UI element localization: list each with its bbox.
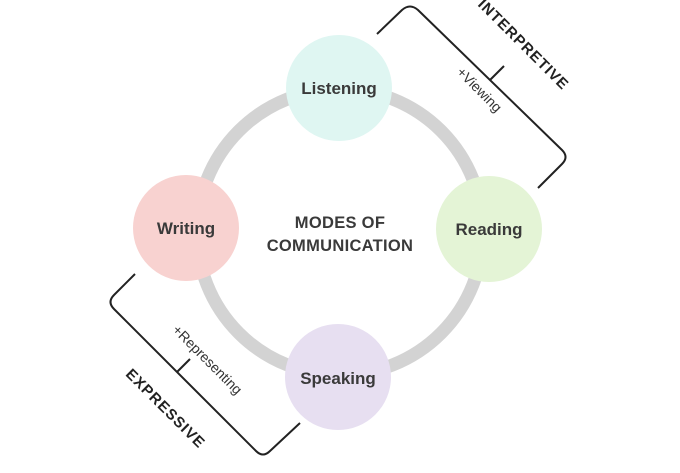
expressive-bracket-tick <box>176 358 191 373</box>
speaking-label: Speaking <box>300 369 376 388</box>
reading-circle <box>436 176 542 282</box>
listening-label: Listening <box>301 79 377 98</box>
mode-speaking: Speaking <box>285 324 391 430</box>
mode-writing: Writing <box>133 175 239 281</box>
writing-circle <box>133 175 239 281</box>
expressive-label: EXPRESSIVE <box>122 366 208 452</box>
interpretive-bracket-tick <box>489 65 505 81</box>
mode-reading: Reading <box>436 176 542 282</box>
speaking-circle <box>285 324 391 430</box>
center-title-line2: COMMUNICATION <box>267 237 414 255</box>
writing-label: Writing <box>157 219 215 238</box>
mode-listening: Listening <box>286 35 392 141</box>
center-title-line1: MODES OF <box>295 214 385 232</box>
listening-circle <box>286 35 392 141</box>
expressive-bracket <box>109 273 301 456</box>
reading-label: Reading <box>455 220 522 239</box>
